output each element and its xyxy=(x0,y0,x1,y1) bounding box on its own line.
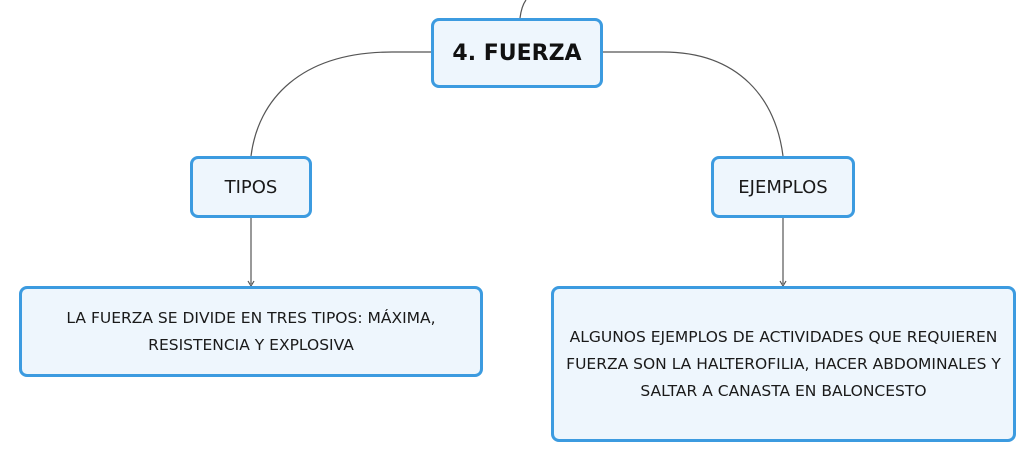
topic-node-ejemplos[interactable]: EJEMPLOS xyxy=(711,156,855,218)
topic-node-tipos-label: TIPOS xyxy=(224,176,278,198)
root-node[interactable]: 4. FUERZA xyxy=(431,18,603,88)
connector-root-to-tipos xyxy=(250,51,431,157)
detail-node-ejemplos[interactable]: ALGUNOS EJEMPLOS DE ACTIVIDADES QUE REQU… xyxy=(551,286,1016,442)
connector-to-parent xyxy=(519,0,527,19)
detail-node-tipos-text: LA FUERZA SE DIVIDE EN TRES TIPOS: MÁXIM… xyxy=(66,308,436,354)
detail-node-ejemplos-text: ALGUNOS EJEMPLOS DE ACTIVIDADES QUE REQU… xyxy=(566,327,1001,400)
topic-node-ejemplos-label: EJEMPLOS xyxy=(738,176,828,198)
root-node-label: 4. FUERZA xyxy=(452,40,582,66)
connector-root-to-ejemplos xyxy=(603,51,784,157)
topic-node-tipos[interactable]: TIPOS xyxy=(190,156,312,218)
detail-node-tipos[interactable]: LA FUERZA SE DIVIDE EN TRES TIPOS: MÁXIM… xyxy=(19,286,483,377)
